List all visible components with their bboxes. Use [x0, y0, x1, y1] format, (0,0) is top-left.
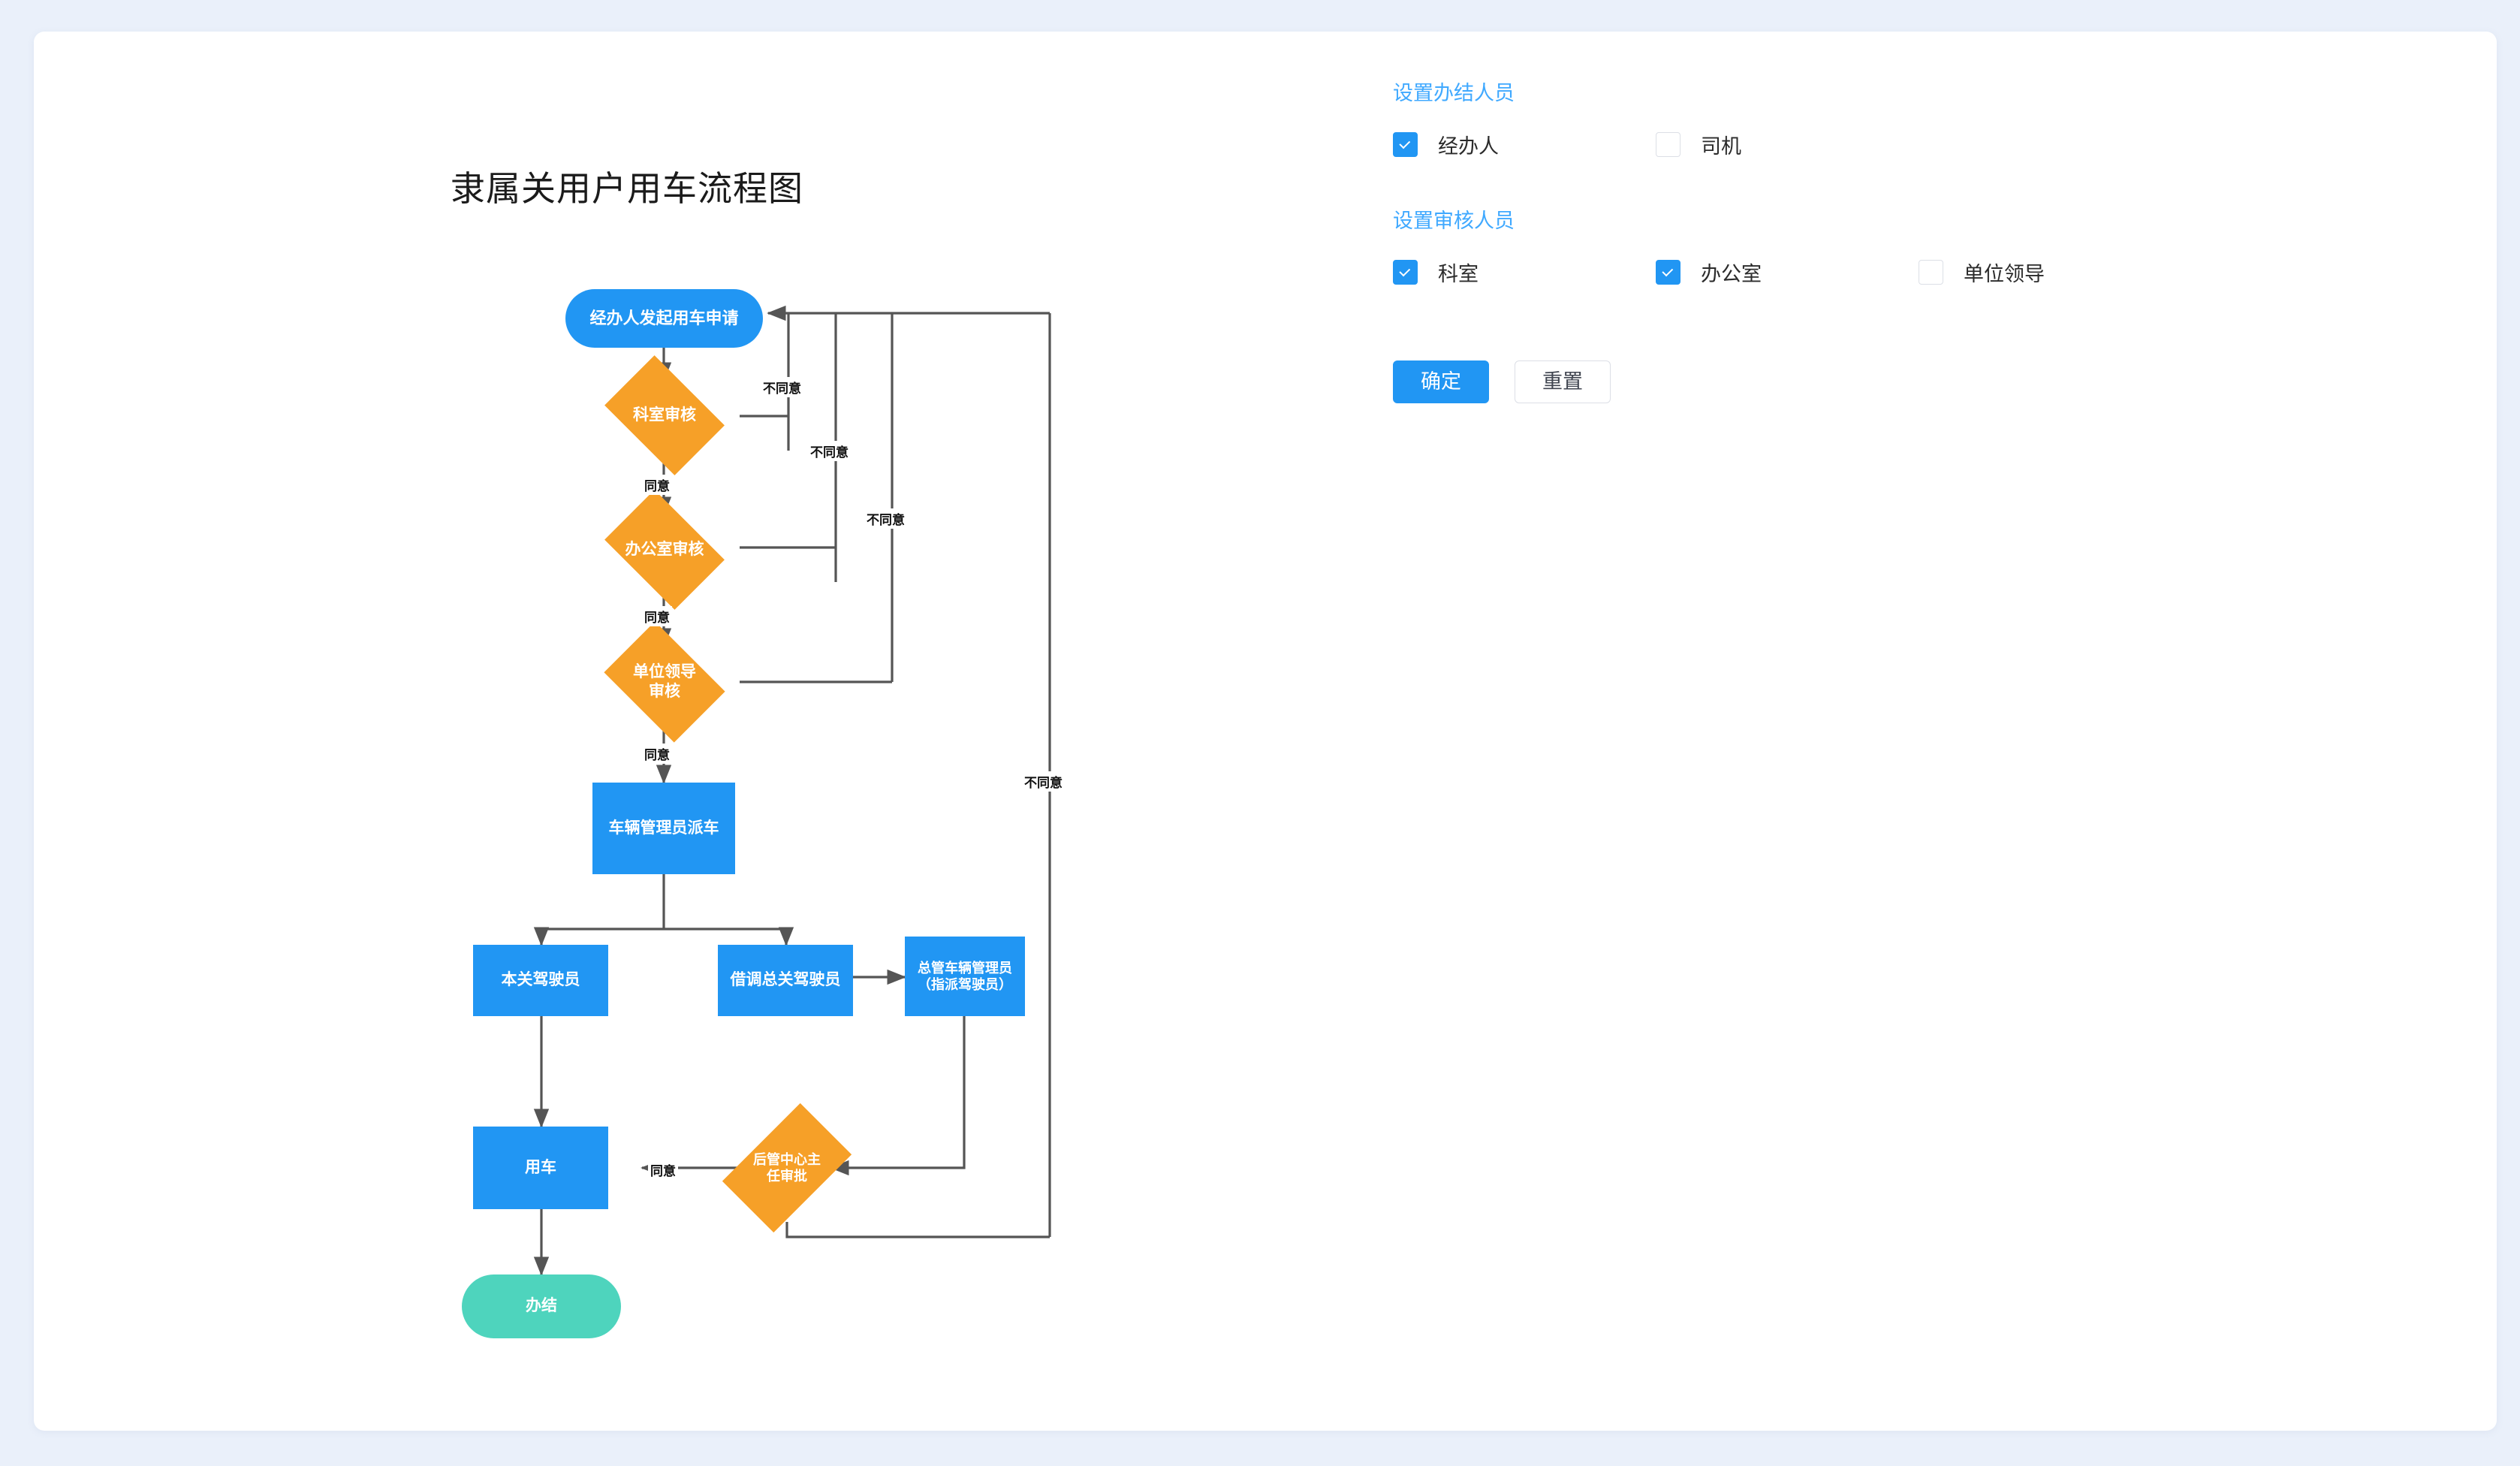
checkbox-handler-agent[interactable]: 经办人: [1393, 130, 1499, 159]
node-local-driver-label: 本关驾驶员: [501, 971, 580, 989]
node-decision-approval[interactable]: 后管中心主 任审批: [722, 1103, 852, 1233]
node-use-car[interactable]: 用车: [473, 1127, 608, 1209]
checkbox-reviewer-dept[interactable]: 科室: [1393, 258, 1479, 287]
edge-label-agree-leader: 同意: [642, 744, 672, 764]
confirm-button[interactable]: 确定: [1393, 360, 1489, 403]
reset-button[interactable]: 重置: [1515, 360, 1611, 403]
section-title-reviewer: 设置审核人员: [1393, 210, 1515, 232]
node-dispatch-label: 车辆管理员派车: [608, 819, 719, 837]
checkbox-handler-driver[interactable]: 司机: [1656, 130, 1741, 159]
node-done[interactable]: 办结: [462, 1274, 621, 1338]
node-borrowed-driver-label: 借调总关驾驶员: [730, 971, 841, 989]
checkbox-reviewer-leader[interactable]: 单位领导: [1919, 258, 2045, 287]
node-decision-leader[interactable]: 单位领导 审核: [604, 621, 725, 743]
node-dispatch[interactable]: 车辆管理员派车: [592, 783, 735, 874]
checkbox-reviewer-office[interactable]: 办公室: [1656, 258, 1762, 287]
node-use-car-label: 用车: [525, 1158, 556, 1176]
edge-label-agree-approval: 同意: [648, 1160, 678, 1180]
checkbox-label: 经办人: [1438, 135, 1499, 158]
checkbox-icon[interactable]: [1393, 132, 1418, 157]
node-chief-manager[interactable]: 总管车辆管理员 （指派驾驶员）: [905, 937, 1025, 1016]
checkbox-label: 办公室: [1701, 263, 1762, 285]
checkbox-icon[interactable]: [1393, 260, 1418, 285]
edge-label-reject-office: 不同意: [808, 441, 851, 461]
node-chief-manager-label: 总管车辆管理员 （指派驾驶员）: [918, 960, 1012, 993]
node-decision-approval-label: 后管中心主 任审批: [753, 1151, 821, 1184]
edge-label-agree-office: 同意: [642, 606, 672, 626]
page-title: 隶属关用户用车流程图: [451, 169, 803, 208]
node-local-driver[interactable]: 本关驾驶员: [473, 945, 608, 1016]
node-borrowed-driver[interactable]: 借调总关驾驶员: [718, 945, 853, 1016]
checkbox-icon[interactable]: [1656, 260, 1681, 285]
checkbox-label: 单位领导: [1964, 263, 2045, 285]
node-decision-leader-label: 单位领导 审核: [633, 662, 696, 700]
node-done-label: 办结: [526, 1297, 557, 1315]
node-start-label: 经办人发起用车申请: [589, 309, 739, 328]
main-card: 隶属关用户用车流程图: [34, 32, 2497, 1431]
node-decision-dept[interactable]: 科室审核: [604, 355, 725, 475]
settings-actions: 确定 重置: [1393, 360, 1611, 403]
node-decision-office[interactable]: 办公室审核: [604, 490, 725, 610]
node-decision-dept-label: 科室审核: [633, 406, 696, 424]
node-start[interactable]: 经办人发起用车申请: [565, 289, 763, 348]
edge-label-reject-leader: 不同意: [864, 508, 907, 529]
checkbox-icon[interactable]: [1919, 260, 1943, 285]
edge-label-agree-dept: 同意: [642, 475, 672, 495]
checkbox-icon[interactable]: [1656, 132, 1681, 157]
edge-label-reject-approval: 不同意: [1022, 771, 1065, 792]
checkbox-label: 司机: [1701, 135, 1741, 158]
checkbox-label: 科室: [1438, 263, 1479, 285]
section-title-handler: 设置办结人员: [1393, 82, 1515, 104]
flowchart-panel: 隶属关用户用车流程图: [34, 32, 1310, 1431]
edge-label-reject-dept: 不同意: [761, 377, 803, 397]
node-decision-office-label: 办公室审核: [625, 540, 704, 558]
